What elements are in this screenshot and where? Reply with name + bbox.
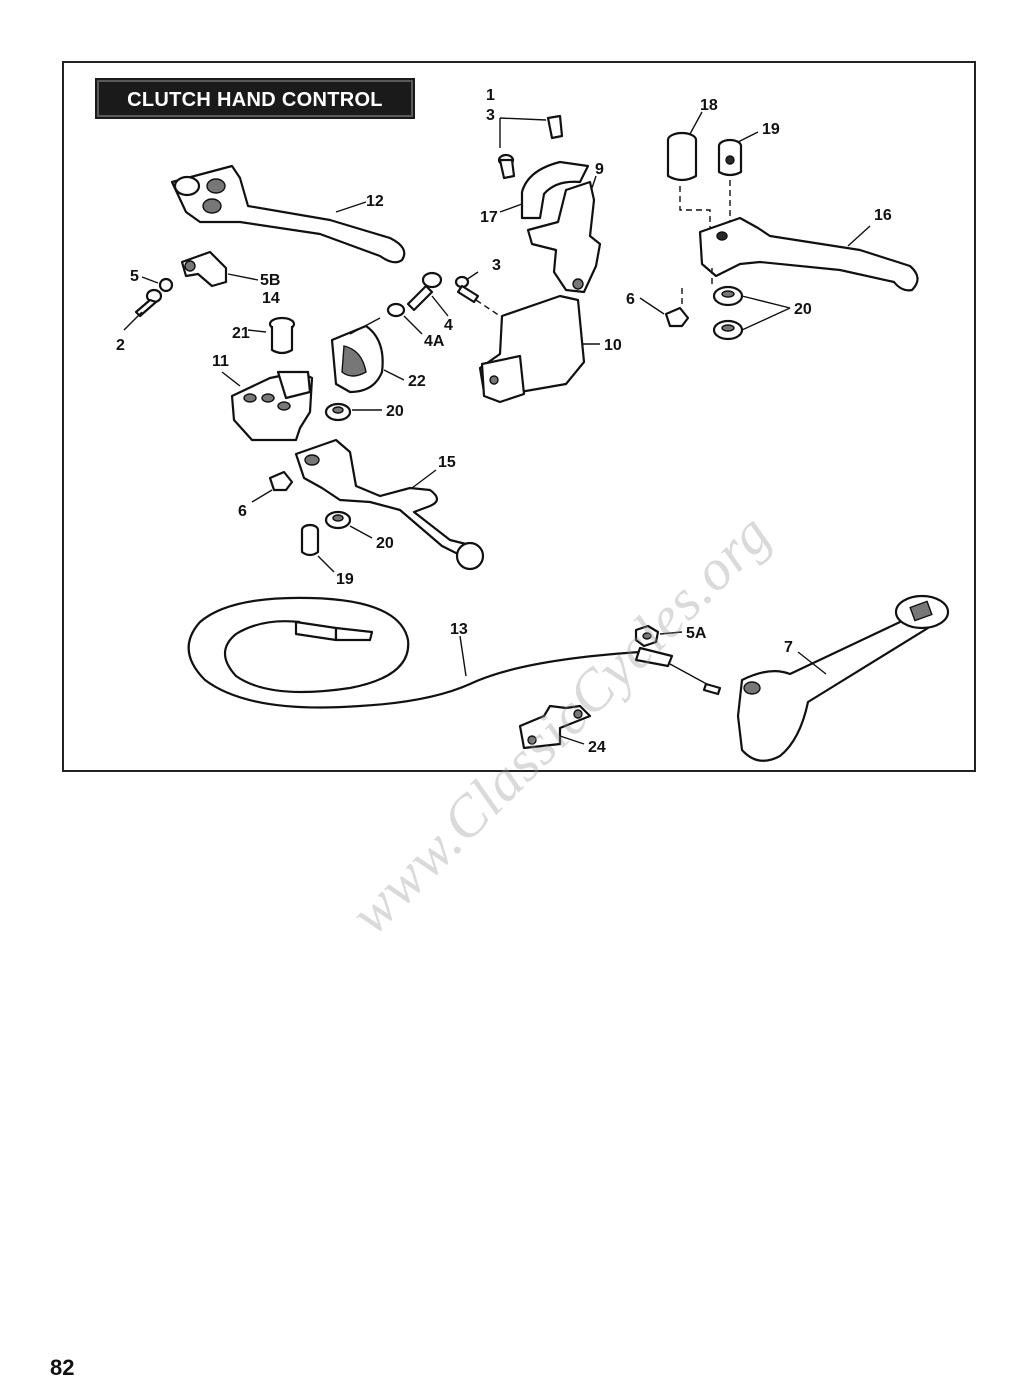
arm-7 bbox=[736, 594, 950, 762]
title-banner: CLUTCH HAND CONTROL bbox=[95, 78, 415, 119]
callout-1: 1 bbox=[486, 87, 495, 104]
screw-2 bbox=[134, 288, 163, 318]
callout-4: 4 bbox=[444, 317, 453, 334]
callout-5a: 5A bbox=[686, 625, 707, 642]
callout-24: 24 bbox=[588, 739, 606, 756]
cable-13 bbox=[187, 596, 722, 709]
callout-16: 16 bbox=[874, 207, 892, 224]
callout-5: 5 bbox=[130, 268, 139, 285]
bracket-24 bbox=[518, 704, 592, 750]
barrel-19-lower bbox=[300, 523, 320, 557]
callout-6a: 6 bbox=[626, 291, 635, 308]
callout-6b: 6 bbox=[238, 503, 247, 520]
callout-18: 18 bbox=[700, 97, 718, 114]
callout-21: 21 bbox=[232, 325, 250, 342]
bracket-9 bbox=[526, 180, 602, 294]
callout-13: 13 bbox=[450, 621, 468, 638]
screw-3-top bbox=[497, 114, 564, 180]
diagram-title: CLUTCH HAND CONTROL bbox=[127, 89, 383, 111]
nut-20-lower bbox=[324, 510, 352, 530]
callout-11: 11 bbox=[212, 353, 229, 370]
washer-5 bbox=[158, 277, 174, 293]
page-number: 82 bbox=[50, 1355, 75, 1380]
callout-5b: 5B bbox=[260, 272, 280, 289]
nut-20-upper bbox=[324, 402, 352, 422]
callout-15: 15 bbox=[438, 454, 456, 471]
callout-12: 12 bbox=[366, 193, 384, 210]
callout-14: 14 bbox=[262, 290, 280, 307]
callout-10: 10 bbox=[604, 337, 622, 354]
nut-20-upper-right-b bbox=[712, 319, 744, 341]
e-clip-6-upper bbox=[664, 306, 690, 328]
screw-3-middle bbox=[454, 275, 480, 304]
lever-12 bbox=[170, 164, 406, 264]
pin-21 bbox=[268, 316, 296, 355]
clamp-17 bbox=[520, 160, 590, 220]
pin-18 bbox=[666, 131, 698, 182]
washer-4a bbox=[386, 302, 406, 318]
callout-22: 22 bbox=[408, 373, 426, 390]
lever-16 bbox=[698, 216, 919, 292]
callout-7: 7 bbox=[784, 639, 793, 656]
lever-15 bbox=[294, 438, 485, 571]
callout-2: 2 bbox=[116, 337, 125, 354]
callout-19b: 19 bbox=[336, 571, 354, 588]
screw-4 bbox=[406, 271, 443, 312]
barrel-19-upper bbox=[717, 138, 743, 177]
callout-19a: 19 bbox=[762, 121, 780, 138]
callout-9: 9 bbox=[595, 161, 604, 178]
callout-20a: 20 bbox=[794, 301, 812, 318]
callout-3b: 3 bbox=[492, 257, 501, 274]
callout-17: 17 bbox=[480, 209, 498, 226]
callout-20b: 20 bbox=[386, 403, 404, 420]
callout-4a: 4A bbox=[424, 333, 445, 350]
callout-20c: 20 bbox=[376, 535, 394, 552]
housing-10 bbox=[478, 294, 586, 404]
nut-20-upper-right-a bbox=[712, 285, 744, 307]
clamp-5b bbox=[180, 250, 228, 288]
nut-5a bbox=[634, 624, 660, 648]
clamp-22 bbox=[330, 324, 384, 394]
callout-3a: 3 bbox=[486, 107, 495, 124]
bracket-11 bbox=[230, 370, 314, 442]
e-clip-6-lower bbox=[268, 470, 294, 492]
